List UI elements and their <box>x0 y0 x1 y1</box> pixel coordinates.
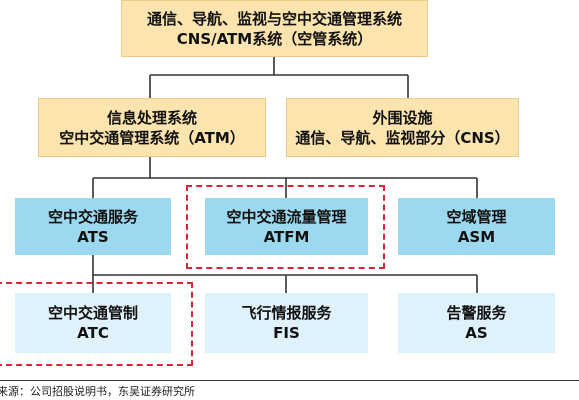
ats-abbr: ATS <box>77 227 109 246</box>
info-processing-title: 信息处理系统 <box>106 108 197 127</box>
atc-box: 空中交通管制 ATC <box>15 293 171 353</box>
peripheral-facilities-box: 外围设施 通信、导航、监视部分（CNS） <box>286 98 519 157</box>
fis-box: 飞行情报服务 FIS <box>205 293 368 353</box>
fis-title: 飞行情报服务 <box>241 304 332 322</box>
cns-atm-system-title: 通信、导航、监视与空中交通管理系统 <box>146 9 402 28</box>
asm-box: 空域管理 ASM <box>398 198 555 255</box>
source-note: 来源：公司招股说明书，东吴证券研究所 <box>0 385 195 398</box>
peripheral-facilities-subtitle: 通信、导航、监视部分（CNS） <box>295 128 510 147</box>
info-processing-subtitle: 空中交通管理系统（ATM） <box>59 128 245 147</box>
cns-atm-system-subtitle: CNS/ATM系统（空管系统） <box>176 29 373 48</box>
as-title: 告警服务 <box>446 304 507 322</box>
as-abbr: AS <box>465 324 488 342</box>
cns-atm-system-box: 通信、导航、监视与空中交通管理系统 CNS/ATM系统（空管系统） <box>121 0 428 57</box>
fis-abbr: FIS <box>273 324 300 342</box>
atc-highlight-frame <box>0 282 193 366</box>
atc-abbr: ATC <box>77 324 109 342</box>
peripheral-facilities-title: 外围设施 <box>372 108 433 127</box>
ats-title: 空中交通服务 <box>47 207 138 226</box>
atfm-title: 空中交通流量管理 <box>226 207 347 226</box>
asm-abbr: ASM <box>457 227 496 246</box>
connector-ats-to-subservices <box>92 255 478 293</box>
connector-root-to-tier1 <box>149 57 409 98</box>
ats-box: 空中交通服务 ATS <box>15 198 171 255</box>
atfm-abbr: ATFM <box>263 227 310 246</box>
atc-title: 空中交通管制 <box>47 304 138 322</box>
info-processing-system-box: 信息处理系统 空中交通管理系统（ATM） <box>38 98 266 157</box>
atfm-box: 空中交通流量管理 ATFM <box>205 198 368 255</box>
footer-divider <box>0 380 579 381</box>
asm-title: 空域管理 <box>446 207 507 226</box>
atfm-highlight-frame <box>186 185 385 269</box>
as-box: 告警服务 AS <box>398 293 555 353</box>
connector-atm-to-services <box>92 157 478 198</box>
